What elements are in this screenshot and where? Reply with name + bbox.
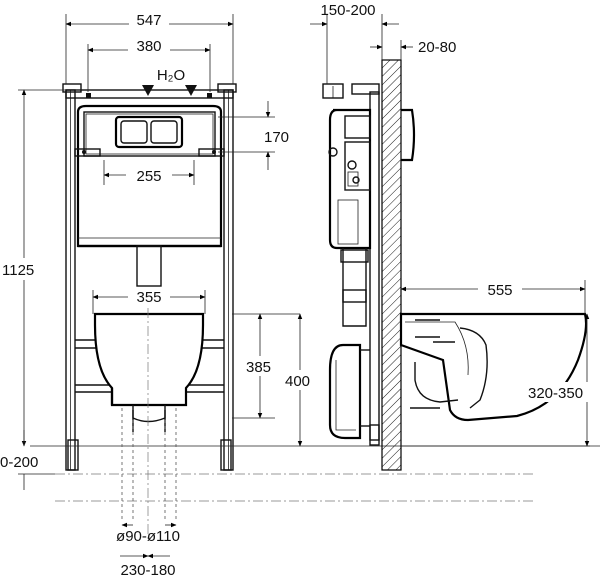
- cistern-tank: [76, 104, 223, 248]
- flush-plate: [114, 115, 184, 149]
- button-side: [401, 108, 416, 162]
- label-bowl-mount-width: 355: [136, 289, 161, 306]
- label-wall-thickness: 20-80: [418, 39, 456, 56]
- label-pipe-diameter: ø90-ø110: [116, 528, 180, 545]
- label-frame-width: 547: [136, 12, 161, 29]
- label-outlet-offset: 230-180: [120, 562, 175, 578]
- label-plate-height: 170: [264, 129, 289, 146]
- label-bowl-length: 555: [487, 282, 512, 299]
- label-wall-distance: 150-200: [320, 2, 375, 19]
- label-floor-range: 0-200: [0, 454, 38, 471]
- label-water-inlet: H₂O: [157, 67, 185, 84]
- label-total-height: 1125: [2, 262, 34, 279]
- flush-pipe: [136, 245, 162, 287]
- label-bowl-height: 320-350: [528, 385, 583, 402]
- bowl-side: [399, 312, 588, 422]
- front-view: [30, 83, 600, 540]
- cistern-side: [328, 108, 372, 250]
- label-plate-width: 255: [136, 168, 161, 185]
- drain-pipe: [328, 248, 370, 440]
- side-dimensions: [310, 14, 600, 447]
- wall: [381, 59, 402, 471]
- dimension-labels: 547 380 H₂O 170 255 1125 355 385 400 0-2…: [0, 2, 583, 578]
- front-dimensions: [8, 12, 317, 559]
- bowl-front: [93, 312, 205, 407]
- label-outlet-height: 400: [285, 373, 310, 390]
- label-inner-width: 380: [136, 38, 161, 55]
- label-bowl-mount-height: 385: [246, 359, 271, 376]
- side-view: [322, 59, 590, 471]
